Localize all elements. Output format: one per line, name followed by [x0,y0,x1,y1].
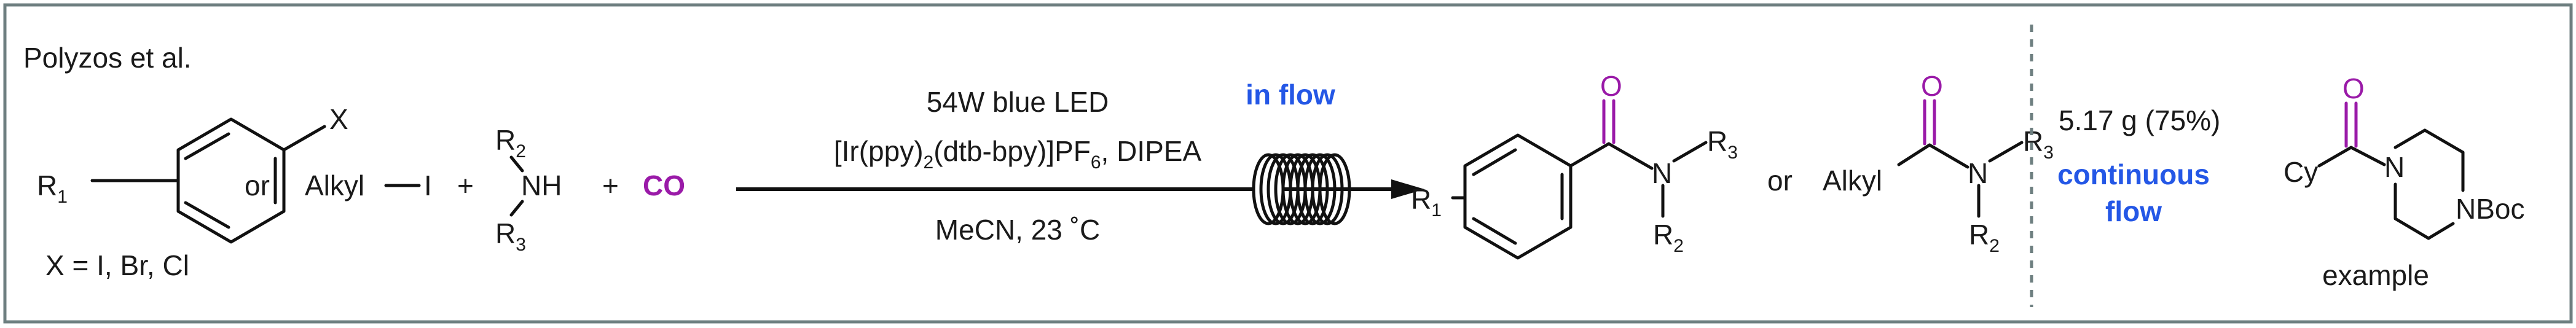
amine-r2-label: R2 [495,124,526,162]
alkyl-iodide-alkyl: Alkyl [305,170,364,201]
example-amide-structure [2317,128,2465,240]
flow-coil-icon [1252,153,1351,225]
condition-catalyst: [Ir(ppy)2(dtb-bpy)]PF6, DIPEA [834,135,1202,173]
plus-sign-2: + [602,170,619,201]
product-r2-label-2: R2 [1969,219,2000,256]
example-yield: 5.17 g (75%) [2059,104,2220,136]
or-1: or [245,170,270,201]
aryl-amide-structure [1451,133,1708,260]
co-label: CO [643,170,685,201]
plus-sign-1: + [457,170,474,201]
amine-nh-label: NH [521,170,562,201]
or-text-2: or [1767,165,1793,197]
halide-options-text: X = I, Br, Cl [45,249,189,281]
condition-solvent-temp: MeCN, 23 ˚C [935,214,1100,246]
product-oxygen-1: O [1600,70,1622,102]
product-alkyl-label: Alkyl [1823,165,1882,197]
aryl-r1-label: R1 [37,170,68,207]
product-nitrogen-2: N [1968,157,1988,189]
product-r1-label: R1 [1411,183,1442,221]
amine-r3-label: R3 [495,217,526,255]
scheme-frame [3,3,2573,324]
example-caption: example [2322,259,2429,291]
continuous-flow-line2: flow [2105,195,2162,227]
amine-r2-bond [509,155,524,173]
aryl-halide-structure [90,117,326,244]
aryl-x-label: X [329,103,348,135]
continuous-flow-line1: continuous [2057,158,2210,190]
flow-label: in flow [1246,79,1335,111]
example-oxygen: O [2342,72,2365,104]
reaction-arrow-head [1391,179,1424,199]
product-r2-label-1: R2 [1653,219,1684,256]
example-nitrogen-boc: NBoc [2456,193,2524,225]
product-nitrogen-1: N [1652,157,1672,189]
condition-light: 54W blue LED [927,86,1109,118]
product-oxygen-2: O [1921,70,1943,102]
product-r3-label-2: R3 [2023,125,2054,163]
alkyl-amide-structure [1897,141,2024,218]
example-nitrogen-1: N [2384,151,2405,183]
product-r3-label-1: R3 [1707,125,1738,163]
example-cy-label: Cy [2283,156,2318,188]
amine-r3-bond [509,200,524,217]
citation-text: Polyzos et al. [23,42,192,74]
alkyl-iodide-i: I [424,170,432,201]
